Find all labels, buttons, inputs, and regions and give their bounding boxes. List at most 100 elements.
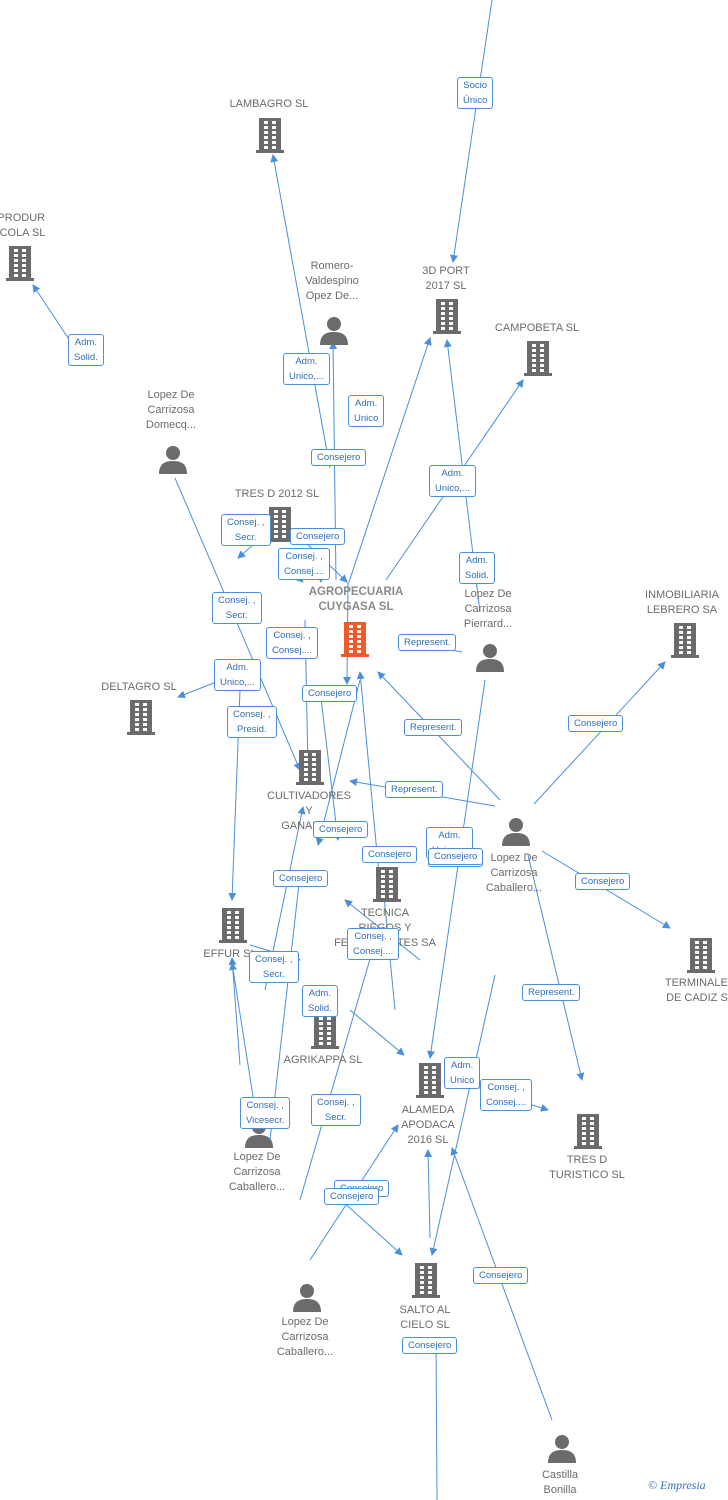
building-icon (265, 506, 295, 547)
relation-edge (533, 661, 666, 805)
node-label: TRES D 2012 SL (234, 488, 320, 500)
relation-edge (450, 1147, 553, 1421)
relation-label[interactable]: Consej. , Consej.... (347, 928, 400, 960)
node-label: LAMBAGRO SL (229, 98, 309, 110)
relation-label[interactable]: Adm. Solid. (68, 334, 104, 366)
relation-label[interactable]: Consej. , Consej.... (480, 1079, 533, 1111)
relation-label[interactable]: Represent. (522, 984, 581, 1001)
node-label: Lopez De Carrizosa Caballero... (485, 852, 543, 894)
building-icon (310, 1013, 340, 1054)
building-icon (372, 866, 402, 907)
relation-label[interactable]: Consejero (402, 1337, 458, 1354)
building-icon (411, 1262, 441, 1303)
relation-label[interactable]: Consejero (313, 821, 369, 838)
relation-label[interactable]: Consej. , Consej.... (278, 548, 331, 580)
relation-edge (349, 1009, 405, 1056)
person-icon (292, 1282, 322, 1317)
person-icon (547, 1433, 577, 1468)
relation-label[interactable]: Consejero (273, 870, 329, 887)
person-icon (501, 816, 531, 851)
building-icon (523, 340, 553, 381)
building-icon (415, 1062, 445, 1103)
node-label: Lopez De Carrizosa Domecq... (145, 389, 197, 431)
node-label: TERMINALES DE CADIZ SL (664, 977, 728, 1004)
relation-label[interactable]: Consej. , Secr. (221, 514, 271, 546)
relation-label[interactable]: Adm. Unico (444, 1057, 481, 1089)
relation-edge (450, 0, 493, 263)
relation-edge (299, 951, 374, 1201)
building-icon (670, 622, 700, 663)
relation-label[interactable]: Consejero (324, 1188, 380, 1205)
relation-edge (270, 154, 331, 469)
person-icon (475, 642, 505, 677)
copyright-icon: © (648, 1478, 658, 1492)
relation-label[interactable]: Consejero (290, 528, 346, 545)
person-icon (319, 315, 349, 350)
building-icon (295, 749, 325, 790)
building-icon (340, 621, 370, 662)
building-icon (573, 1113, 603, 1154)
relation-label[interactable]: Adm. Unico,... (214, 659, 261, 691)
building-icon (432, 298, 462, 339)
person-icon (158, 444, 188, 479)
relation-label[interactable]: Consejero (575, 873, 631, 890)
building-icon (255, 117, 285, 158)
relation-label[interactable]: Consej. , Vicesecr. (240, 1097, 291, 1129)
relation-label[interactable]: Consejero (311, 449, 367, 466)
relation-edge (424, 1149, 433, 1239)
relation-edge (348, 337, 432, 583)
brand-name: Empresia (660, 1478, 706, 1492)
relation-label[interactable]: Represent. (404, 719, 463, 736)
relation-label[interactable]: Adm. Unico (348, 395, 385, 427)
relation-label[interactable]: Consej. , Secr. (249, 951, 299, 983)
building-icon (218, 907, 248, 948)
relation-edge (427, 679, 486, 1059)
building-icon (686, 937, 716, 978)
relation-label[interactable]: Socio Único (457, 77, 494, 109)
node-label: Lopez De Carrizosa Caballero... (228, 1151, 286, 1193)
building-icon (126, 699, 156, 740)
relation-label[interactable]: Consej. , Secr. (311, 1094, 361, 1126)
relation-edge (429, 974, 496, 1256)
node-label: ALAMEDA APODACA 2016 SL (401, 1104, 455, 1146)
relation-label[interactable]: Adm. Solid. (459, 552, 495, 584)
relation-label[interactable]: Consejero (568, 715, 624, 732)
relation-edge (269, 874, 304, 1141)
node-label: Lopez De Carrizosa Pierrard... (463, 588, 513, 630)
brand-watermark: © Empresia (648, 1478, 706, 1493)
relation-label[interactable]: Consej. , Secr. (212, 592, 262, 624)
relation-edge (319, 689, 342, 841)
relation-edge (377, 671, 501, 801)
relation-edge (228, 957, 241, 1066)
relation-label[interactable]: Consejero (302, 685, 358, 702)
node-label: CAMPOBETA SL (494, 322, 580, 334)
relation-label[interactable]: Represent. (385, 781, 444, 798)
relation-edge (432, 1339, 441, 1500)
relation-label[interactable]: Consej. , Consej.... (266, 627, 319, 659)
relation-edge (527, 854, 585, 1081)
relation-label[interactable]: Consejero (428, 848, 484, 865)
node-label: OPRODUR RICOLA SL (0, 212, 46, 239)
node-label: AGROPECUARIA CUYGASA SL (308, 586, 404, 613)
node-label: Romero- Valdespino Opez De... (305, 260, 359, 302)
node-label: SALTO AL CIELO SL (399, 1304, 451, 1331)
relation-edge (174, 477, 301, 771)
relation-edge (315, 679, 361, 846)
relation-label[interactable]: Consej. , Presid. (227, 706, 277, 738)
node-label: AGRIKAPPA SL (283, 1054, 363, 1066)
relation-label[interactable]: Adm. Unico,... (283, 353, 330, 385)
relation-label[interactable]: Consejero (362, 846, 418, 863)
node-label: 3D PORT 2017 SL (422, 265, 470, 292)
node-label: Lopez De Carrizosa Caballero... (276, 1316, 334, 1358)
node-label: TRES D TURISTICO SL (549, 1154, 625, 1181)
relation-label[interactable]: Adm. Solid. (302, 985, 338, 1017)
building-icon (5, 245, 35, 286)
relation-label[interactable]: Adm. Unico,... (429, 465, 476, 497)
node-label: Castilla Bonilla (541, 1469, 579, 1496)
node-label: DELTAGRO SL (101, 681, 177, 693)
node-label: INMOBILIARIA LEBRERO SA (645, 589, 719, 616)
relation-label[interactable]: Consejero (473, 1267, 529, 1284)
relation-label[interactable]: Represent. (398, 634, 457, 651)
